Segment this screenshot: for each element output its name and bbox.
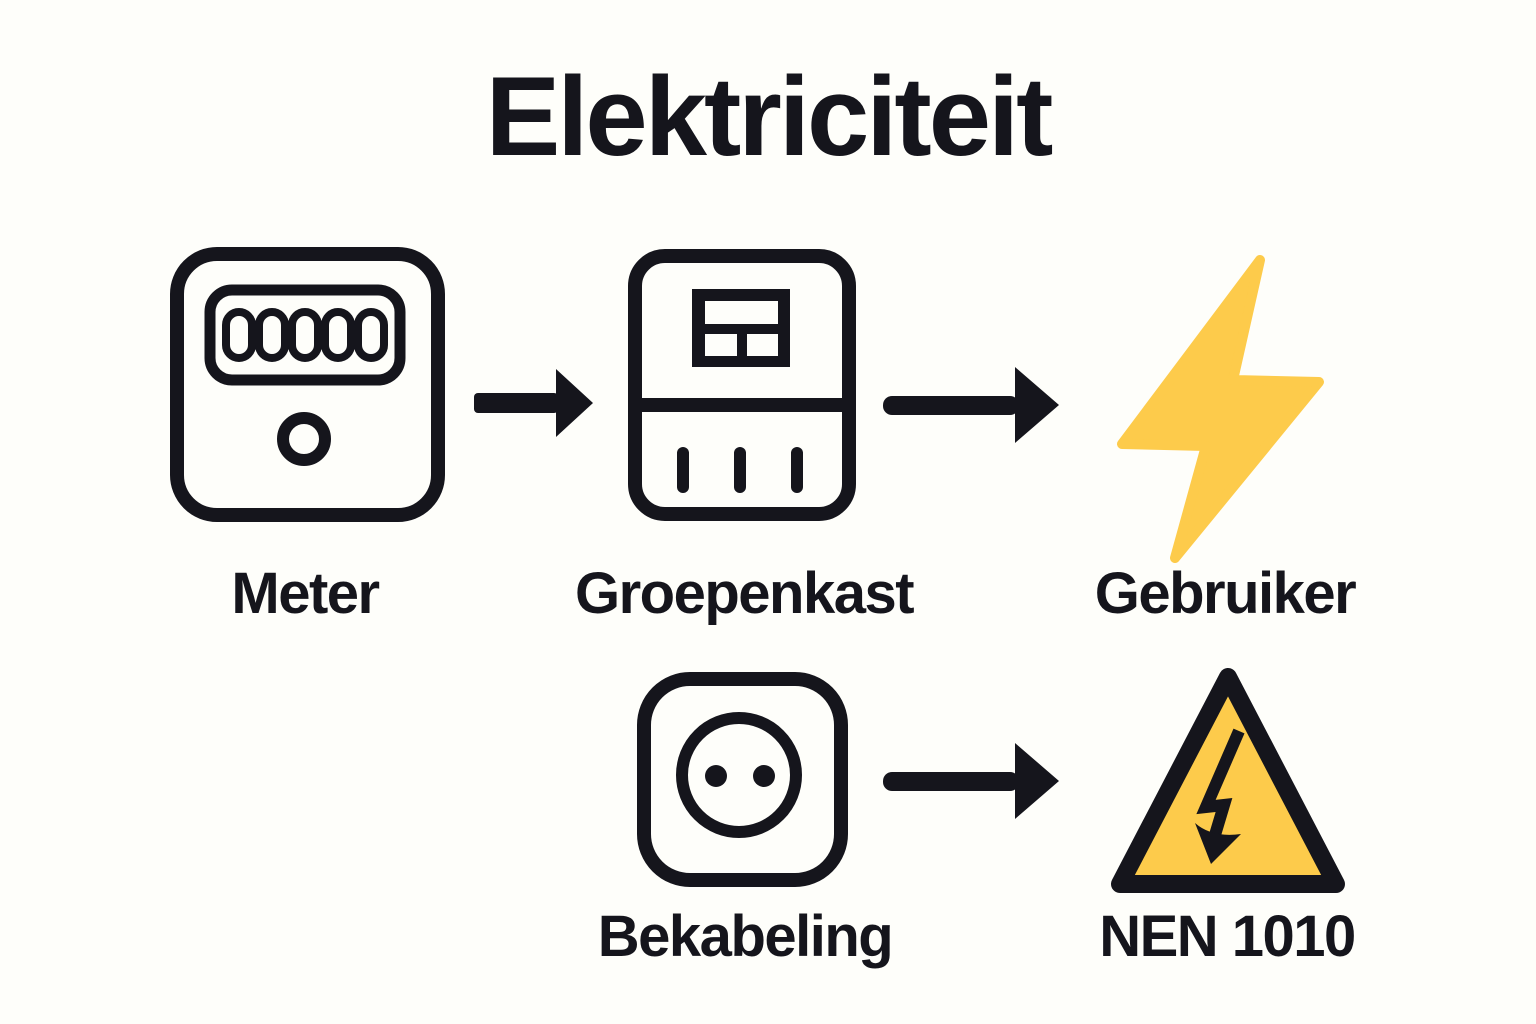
node-label-groepenkast: Groepenkast [574, 561, 915, 626]
warning-bolt-arrowhead [1195, 823, 1241, 864]
fuse-switch [791, 447, 803, 493]
node-label-meter: Meter [231, 561, 380, 626]
arrow-right-icon [883, 367, 1059, 443]
meter-display-digits [222, 308, 388, 362]
meter-digit-zero [255, 308, 289, 362]
meter-digit-zero [321, 308, 355, 362]
socket-hole [753, 765, 775, 787]
wall-socket-icon [637, 672, 848, 887]
meter-digit-zero [354, 308, 388, 362]
arrow-right-icon [883, 743, 1059, 819]
fuse-box-body [628, 249, 856, 521]
fuse-switch [734, 447, 746, 493]
meter-digit-zero [288, 308, 322, 362]
arrow-right-icon [474, 369, 593, 437]
warning-bolt [1196, 728, 1245, 847]
socket-well [676, 712, 802, 838]
warning-triangle [1111, 668, 1345, 893]
meter-display [204, 284, 406, 386]
node-label-gebruiker: Gebruiker [1094, 561, 1357, 626]
meter-dial [277, 412, 331, 466]
high-voltage-warning-icon [1111, 668, 1345, 893]
page-title: Elektriciteit [485, 54, 1054, 179]
node-label-nen1010: NEN 1010 [1099, 904, 1356, 969]
socket-plate [637, 672, 848, 887]
socket-hole [705, 765, 727, 787]
node-label-bekabeling: Bekabeling [597, 904, 894, 969]
fuse-box-icon [628, 249, 856, 521]
meter-digit-zero [222, 308, 256, 362]
electric-meter-icon [170, 247, 445, 522]
meter-body [170, 247, 445, 522]
lightning-bolt-icon [1117, 255, 1324, 563]
fuse-switch [677, 447, 689, 493]
